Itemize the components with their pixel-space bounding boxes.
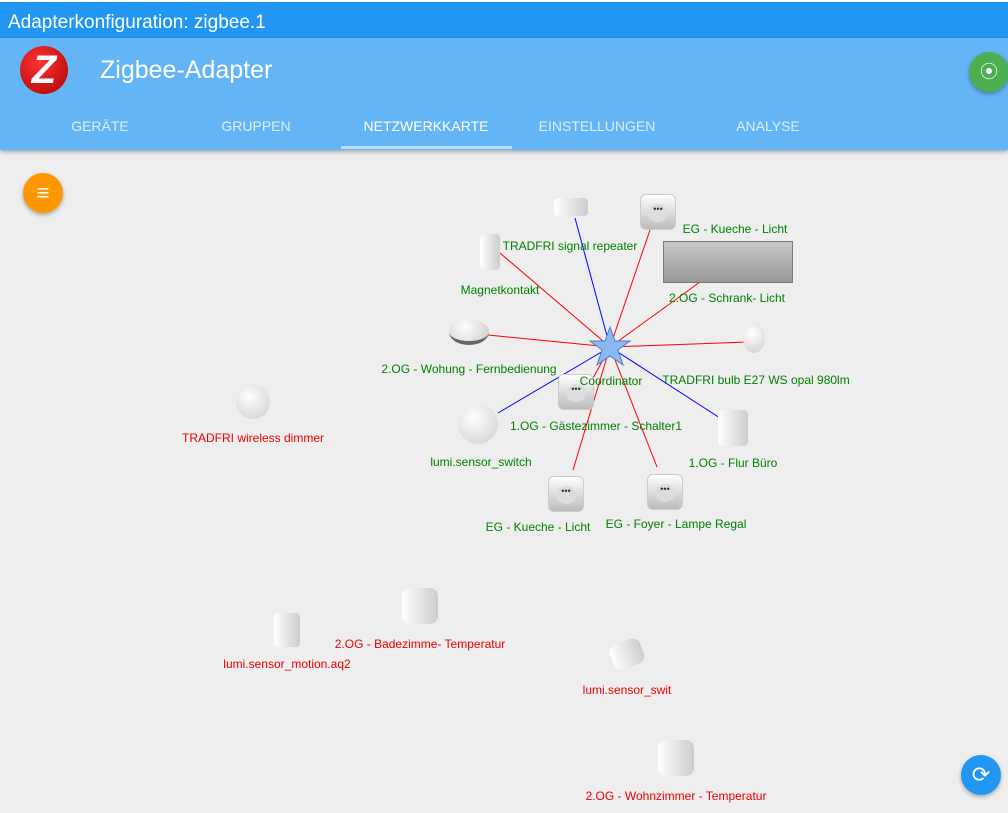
link (497, 346, 611, 414)
app-header: Z Zigbee-Adapter ⦿ GERÄTE GRUPPEN NETZWE… (0, 38, 1008, 150)
link (609, 341, 749, 348)
door-sensor-icon[interactable] (480, 234, 500, 270)
offline-node-label: lumi.sensor_motion.aq2 (223, 657, 351, 671)
link (487, 334, 611, 348)
node-label: 1.OG - Gästezimmer - Schalter1 (509, 419, 683, 433)
node-label: Magnetkontakt (460, 283, 540, 297)
coordinator-star-icon (588, 325, 632, 367)
tab-einstellungen[interactable]: EINSTELLUNGEN (538, 118, 656, 134)
app-title: Zigbee-Adapter (100, 56, 273, 84)
refresh-button[interactable]: ⟳ (961, 755, 1001, 795)
refresh-icon: ⟳ (971, 762, 991, 787)
coordinator-label: Coordinator (579, 374, 643, 388)
tab-geraete[interactable]: GERÄTE (71, 118, 129, 134)
repeater-icon[interactable] (554, 198, 588, 216)
led-driver-icon[interactable] (663, 241, 793, 283)
wifi-icon: ⦿ (980, 62, 998, 82)
offline-node-label: 2.OG - Badezimme- Temperatur (334, 637, 506, 651)
offline-node-label: 2.OG - Wohnzimmer - Temperatur (585, 789, 767, 803)
link (499, 252, 611, 348)
tab-netzwerkkarte[interactable]: NETZWERKKARTE (363, 118, 489, 134)
node-label: EG - Kueche - Licht (682, 222, 788, 236)
node-label: TRADFRI signal repeater (502, 239, 638, 253)
node-label: TRADFRI bulb E27 WS opal 980lm (662, 373, 850, 387)
bulb-icon[interactable] (743, 323, 765, 353)
link (574, 217, 611, 348)
window-title: Adapterkonfiguration: zigbee.1 (0, 0, 1008, 38)
motion-sensor-icon[interactable] (274, 613, 300, 647)
pairing-button[interactable]: ⦿ (969, 52, 1008, 92)
plug-icon[interactable] (558, 374, 594, 410)
node-label: 1.OG - Flur Büro (688, 456, 778, 470)
link (609, 346, 721, 419)
node-label: lumi.sensor_switch (430, 455, 532, 469)
offline-node-label: lumi.sensor_swit (582, 683, 672, 697)
tab-gruppen[interactable]: GRUPPEN (221, 118, 291, 134)
menu-button[interactable]: ≡ (23, 173, 63, 213)
hamburger-icon: ≡ (36, 180, 50, 205)
offline-node-label: TRADFRI wireless dimmer (181, 431, 325, 445)
plug-icon[interactable] (647, 474, 683, 510)
node-label: EG - Kueche - Licht (485, 520, 591, 534)
plug-icon[interactable] (640, 194, 676, 230)
node-label: 2.OG - Schrank- Licht (668, 291, 786, 305)
temperature-sensor-icon[interactable] (402, 588, 438, 624)
link (609, 229, 651, 348)
node-label: 2.OG - Wohung - Fernbedienung (381, 362, 557, 376)
zigbee-logo: Z (20, 46, 68, 94)
link (609, 346, 658, 468)
temperature-sensor-icon[interactable] (658, 740, 694, 776)
switch-icon[interactable] (458, 404, 498, 444)
node-label: EG - Foyer - Lampe Regal (605, 517, 747, 531)
motion-sensor-icon[interactable] (718, 410, 748, 446)
link (609, 281, 701, 348)
dimmer-icon[interactable] (236, 385, 270, 419)
plug-icon[interactable] (548, 476, 584, 512)
active-tab-indicator (341, 146, 512, 149)
remote-icon[interactable] (449, 319, 489, 345)
tab-analyse[interactable]: ANALYSE (736, 118, 800, 134)
